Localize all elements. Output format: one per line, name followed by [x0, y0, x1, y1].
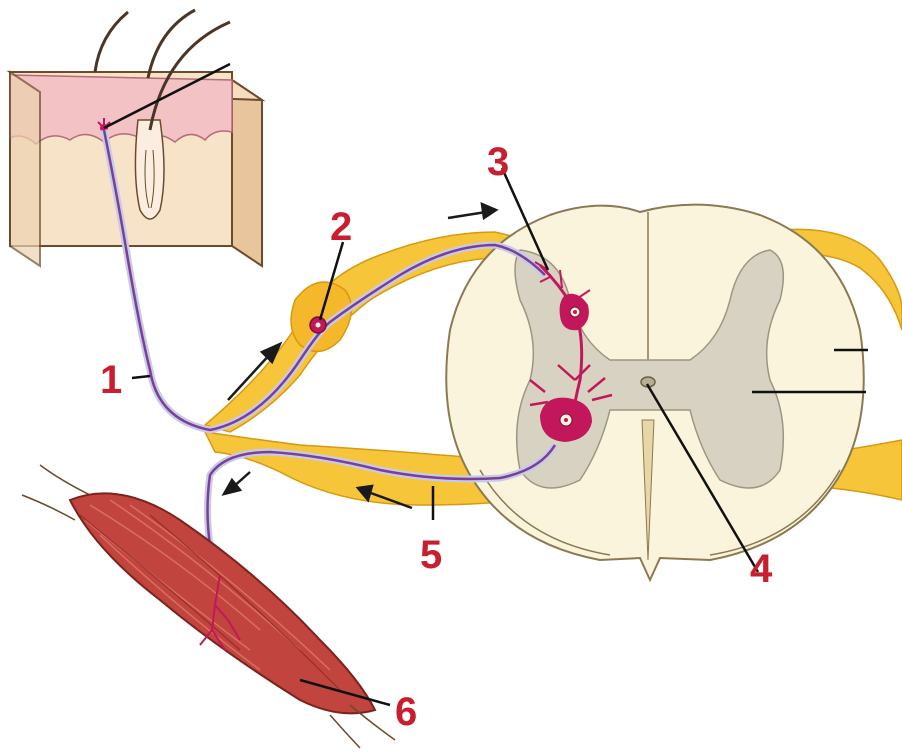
skin-block [10, 10, 262, 266]
label-2: 2 [330, 205, 352, 249]
label-6: 6 [395, 690, 417, 734]
label-1: 1 [100, 358, 122, 402]
label-4: 4 [750, 547, 773, 591]
label-3: 3 [487, 140, 509, 184]
label-5: 5 [420, 533, 442, 577]
